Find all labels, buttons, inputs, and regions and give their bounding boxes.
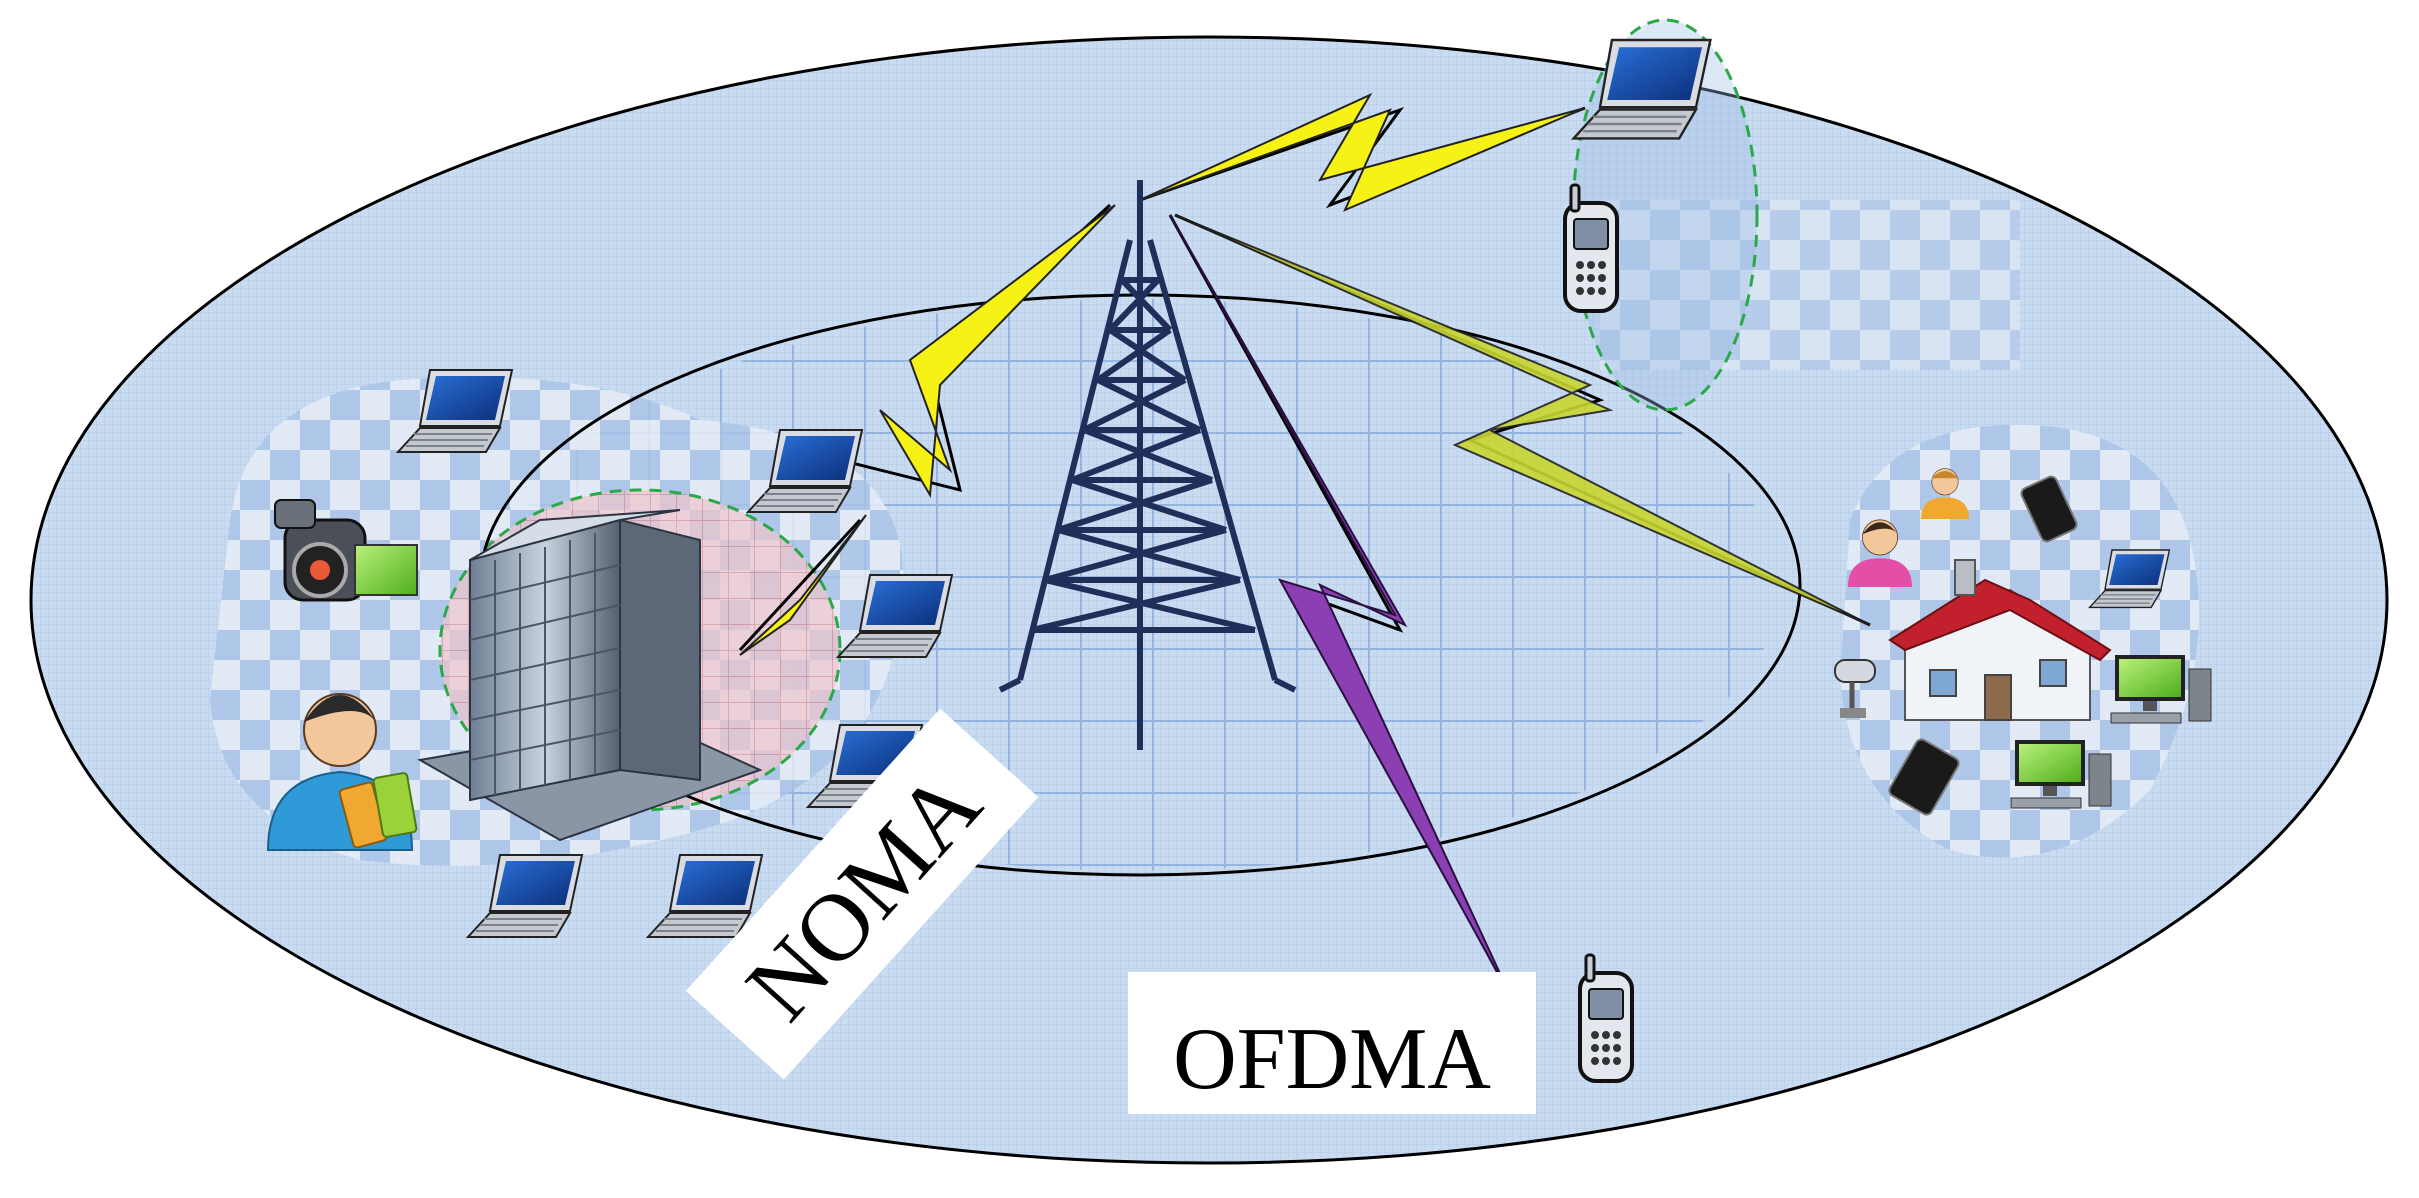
tablet-icon <box>2020 475 2078 543</box>
office-building-icon <box>417 509 763 842</box>
wireless-links <box>738 92 1871 996</box>
noma-link-bolt-upper <box>879 204 1116 499</box>
ofdma-label: OFDMA <box>1128 972 1536 1114</box>
laptop-link-bolt <box>1139 92 1586 212</box>
security-camera-icon <box>1834 659 1876 718</box>
ofdma-label-text: OFDMA <box>1173 1011 1491 1108</box>
user-icon <box>1921 468 1969 519</box>
tablet-icon <box>1888 738 1960 816</box>
mobile-phone-icon <box>1563 183 1619 313</box>
mobile-phone-icon <box>1578 953 1634 1083</box>
upper-right-grid-area <box>1600 200 2020 370</box>
cell-tower-icon <box>998 180 1297 750</box>
video-camera-icon <box>274 499 418 602</box>
house-icon <box>1888 559 2112 721</box>
noma-link-bolt-lower <box>739 514 867 656</box>
house-link-bolt <box>1174 214 1871 626</box>
user-icon <box>266 693 418 851</box>
